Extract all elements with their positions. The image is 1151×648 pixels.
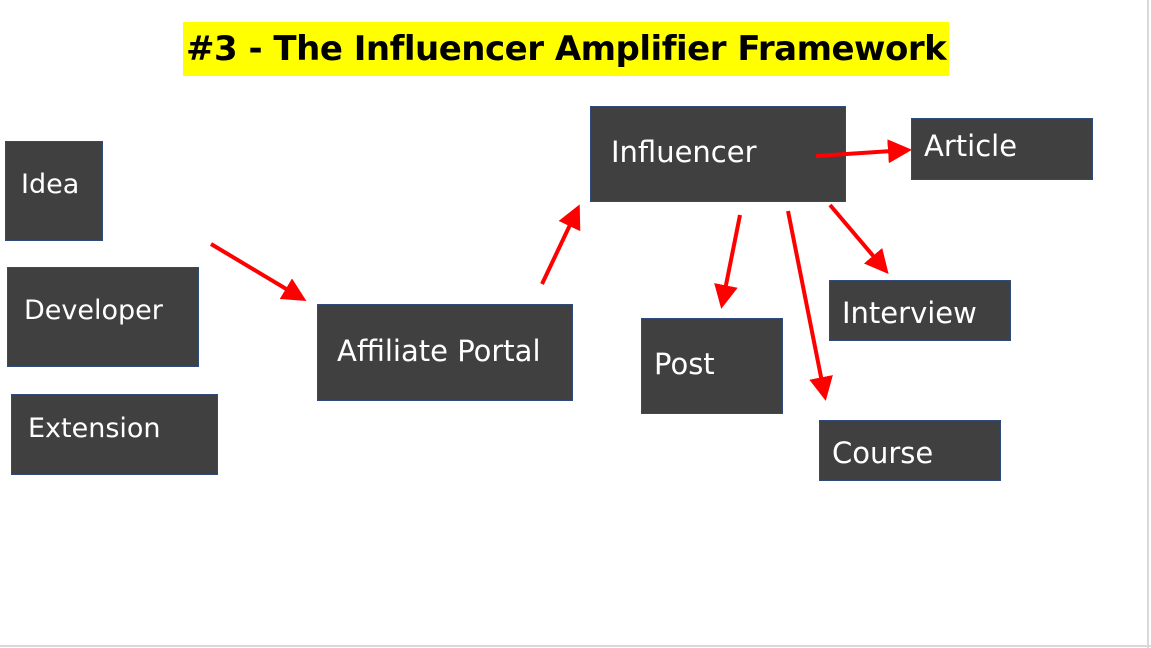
arrow-influencer-to-course xyxy=(786,210,833,401)
node-influencer: Influencer xyxy=(590,106,846,202)
slide-title: #3 - The Influencer Amplifier Framework xyxy=(183,22,950,76)
node-influencer-label: Influencer xyxy=(611,135,757,169)
node-interview-label: Interview xyxy=(842,295,977,330)
node-affiliate-portal: Affiliate Portal xyxy=(317,304,573,401)
arrow-influencer-to-post xyxy=(714,214,742,309)
node-post-label: Post xyxy=(654,347,715,381)
node-extension: Extension xyxy=(11,394,218,475)
node-article-label: Article xyxy=(924,129,1018,163)
node-course-label: Course xyxy=(832,435,934,470)
arrow-influencer-to-interview xyxy=(828,203,889,275)
arrow-portal-to-influencer xyxy=(540,204,581,285)
node-developer-label: Developer xyxy=(24,294,163,326)
node-article: Article xyxy=(911,118,1093,180)
node-extension-label: Extension xyxy=(28,413,161,444)
node-interview: Interview xyxy=(829,280,1011,341)
node-affiliate-portal-label: Affiliate Portal xyxy=(337,333,541,368)
node-developer: Developer xyxy=(7,267,199,367)
node-post: Post xyxy=(641,318,783,414)
node-course: Course xyxy=(819,420,1001,481)
node-idea: Idea xyxy=(5,141,103,241)
slide-border-bottom xyxy=(0,645,1151,647)
node-idea-label: Idea xyxy=(21,168,80,200)
slide-border-right xyxy=(1147,0,1149,648)
arrow-inputs-to-portal xyxy=(209,242,307,302)
